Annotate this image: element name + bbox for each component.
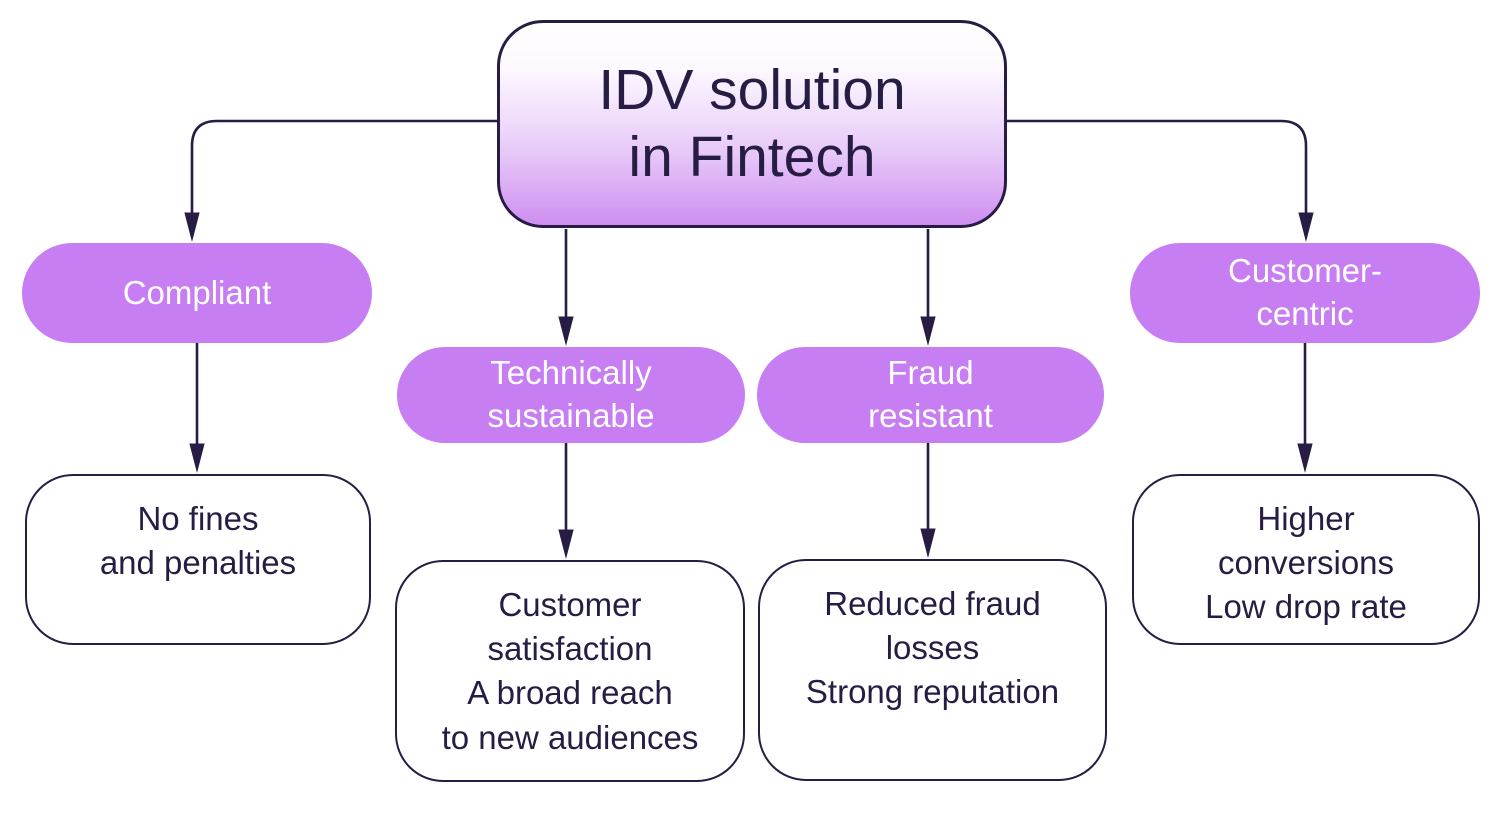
arrowhead-compliant-outcome bbox=[189, 443, 205, 473]
arrowhead-customer-centric-outcome bbox=[1297, 443, 1313, 473]
connector-root-to-compliant bbox=[190, 119, 497, 214]
outcome-box-text: Reduced fraud losses Strong reputation bbox=[805, 585, 1060, 711]
root-node-idv-solution: IDV solution in Fintech bbox=[497, 20, 1007, 228]
branch-pill-label: Technically sustainable bbox=[487, 354, 655, 434]
branch-pill-technically-sustainable: Technically sustainable bbox=[397, 347, 745, 443]
branch-pill-fraud-resistant: Fraud resistant bbox=[757, 347, 1104, 443]
outcome-box-customer-centric: Higher conversions Low drop rate bbox=[1132, 474, 1480, 645]
branch-pill-compliant: Compliant bbox=[22, 243, 372, 343]
arrowhead-customer-centric bbox=[1298, 212, 1314, 242]
branch-pill-label: Customer- centric bbox=[1227, 252, 1383, 332]
outcome-box-text: Higher conversions Low drop rate bbox=[1205, 500, 1407, 626]
arrowhead-fraud-resistant-outcome bbox=[920, 528, 936, 558]
branch-pill-customer-centric: Customer- centric bbox=[1130, 243, 1480, 343]
branch-pill-label: Compliant bbox=[122, 273, 272, 311]
outcome-box-technically-sustainable: Customer satisfaction A broad reach to n… bbox=[395, 560, 745, 782]
outcome-box-text: Customer satisfaction A broad reach to n… bbox=[441, 586, 699, 756]
arrowhead-compliant bbox=[184, 212, 200, 242]
branch-pill-label: Fraud resistant bbox=[868, 354, 993, 434]
root-node-label: IDV solution in Fintech bbox=[598, 58, 906, 189]
connector-root-to-customer-centric bbox=[1007, 119, 1308, 214]
arrowhead-fraud-resistant bbox=[920, 316, 936, 346]
outcome-box-compliant: No fines and penalties bbox=[25, 474, 371, 645]
outcome-box-fraud-resistant: Reduced fraud losses Strong reputation bbox=[758, 559, 1107, 781]
arrowhead-technically-sustainable-outcome bbox=[558, 529, 574, 559]
arrowhead-technically-sustainable bbox=[558, 316, 574, 346]
outcome-box-text: No fines and penalties bbox=[99, 500, 297, 582]
